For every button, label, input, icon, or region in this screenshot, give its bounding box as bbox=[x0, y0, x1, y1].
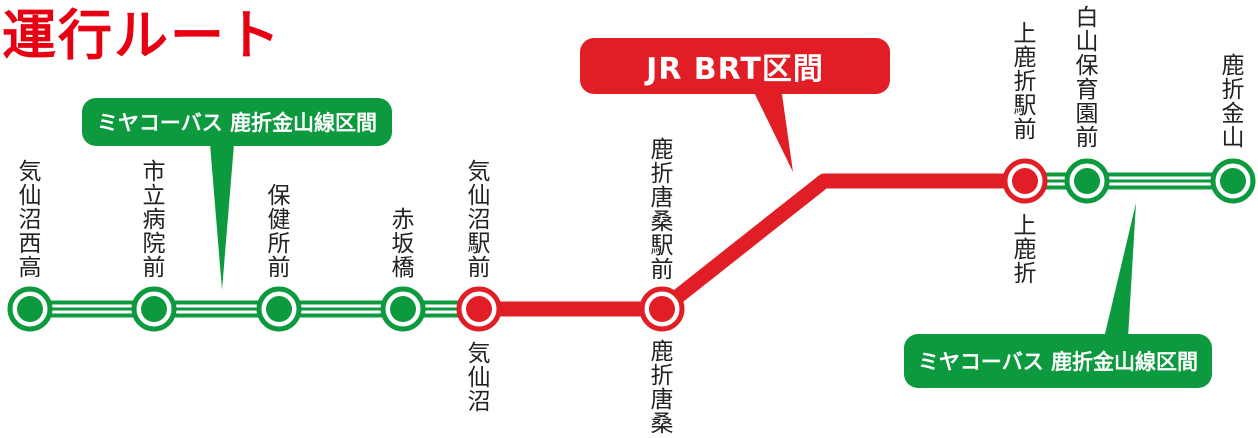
station-label-shishiori-karakuwa-eki-mae: 鹿折唐桑駅前 bbox=[650, 137, 674, 283]
station-label-hokenjo-mae: 保健所前 bbox=[267, 183, 291, 281]
station-label-hakusan-hoikuen-mae: 白山保育園前 bbox=[1075, 5, 1099, 151]
station-marker-akasaka-bashi bbox=[380, 286, 426, 332]
station-marker-shishiori-kanayama bbox=[1210, 158, 1256, 204]
bus-callout-top-pointer bbox=[210, 144, 234, 290]
brt-section-label: JR BRT区間 bbox=[580, 38, 890, 94]
station-label-shiritsu-byoin-mae: 市立病院前 bbox=[142, 159, 166, 281]
station-label-kesennuma-eki-mae: 気仙沼駅前 bbox=[467, 159, 491, 281]
station-marker-hakusan-hoikuen-mae bbox=[1064, 158, 1110, 204]
station-marker-kesennuma-nishi-taka bbox=[7, 286, 53, 332]
station-label-shishiori-karakuwa: 鹿折唐桑 bbox=[650, 339, 674, 437]
station-marker-kami-shishiori bbox=[1002, 158, 1048, 204]
brt-section-label-text: JR BRT区間 bbox=[646, 52, 824, 87]
bus-callout-bottom-pointer bbox=[1104, 203, 1136, 338]
brt-line bbox=[478, 173, 1024, 317]
station-marker-shishiori-karakuwa bbox=[639, 286, 685, 332]
bus-section-label-top: ミヤコーバス 鹿折金山線区間 bbox=[82, 98, 392, 146]
station-label-kami-shishiori-eki-mae: 上鹿折駅前 bbox=[1013, 21, 1037, 143]
bus-section-label-bottom: ミヤコーバス 鹿折金山線区間 bbox=[904, 334, 1212, 388]
station-label-kesennuma-nishi-taka: 気仙沼西高 bbox=[18, 159, 42, 281]
station-label-kesennuma: 気仙沼 bbox=[467, 341, 491, 415]
station-marker-hokenjo-mae bbox=[256, 286, 302, 332]
station-label-shishiori-kanayama: 鹿折金山 bbox=[1221, 53, 1245, 151]
bus-section-label-bottom-text: ミヤコーバス 鹿折金山線区間 bbox=[917, 350, 1199, 374]
station-marker-shiritsu-byoin-mae bbox=[131, 286, 177, 332]
brt-callout-pointer bbox=[748, 80, 793, 172]
page-title: 運行ルート bbox=[2, 4, 282, 67]
station-marker-kesennuma bbox=[456, 286, 502, 332]
station-label-kami-shishiori: 上鹿折 bbox=[1013, 213, 1037, 287]
station-label-akasaka-bashi: 赤坂橋 bbox=[391, 207, 415, 281]
bus-section-label-top-text: ミヤコーバス 鹿折金山線区間 bbox=[96, 111, 378, 135]
